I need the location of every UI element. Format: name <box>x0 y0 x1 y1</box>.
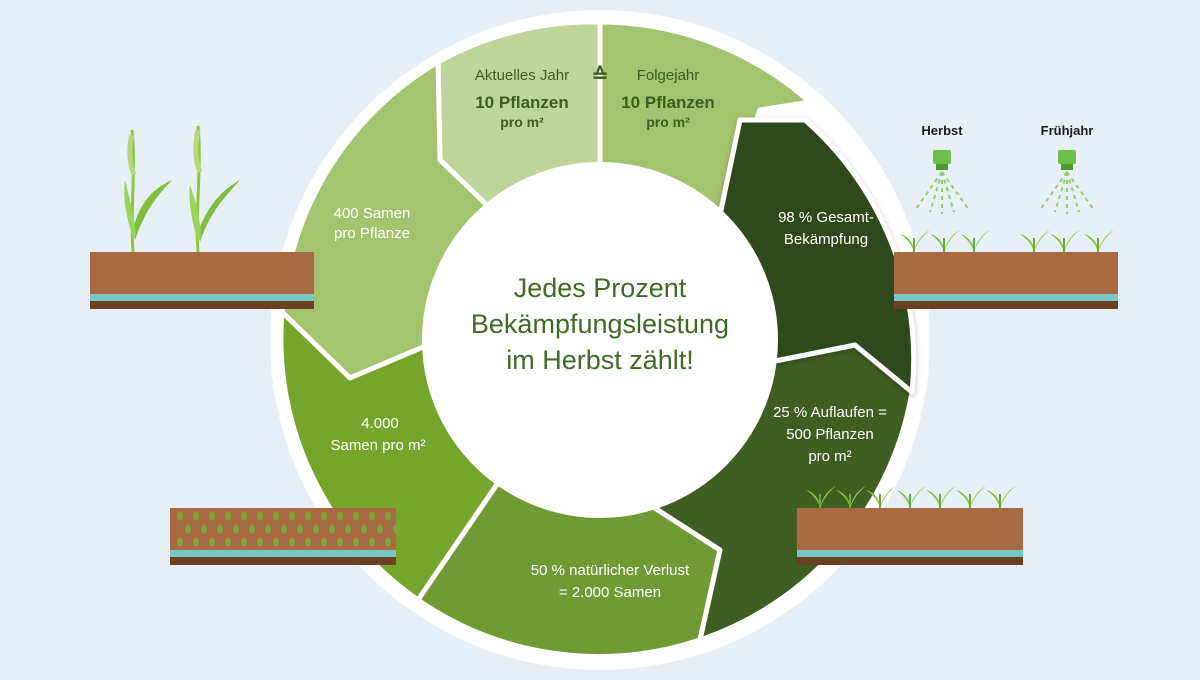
sprout <box>959 229 991 253</box>
seed <box>193 511 199 521</box>
seed <box>345 524 351 534</box>
current-year-label: Aktuelles Jahr <box>475 67 569 84</box>
control-line-2: Bekämpfung <box>784 231 868 248</box>
sprayer-spring <box>1039 150 1095 214</box>
sprayer-autumn <box>914 150 970 214</box>
seed <box>273 511 279 521</box>
seed <box>361 524 367 534</box>
seed <box>305 511 311 521</box>
sprout <box>925 485 957 509</box>
grass-plant-1 <box>124 129 172 253</box>
seeds-per-m2-line-2: Samen pro m² <box>330 437 425 454</box>
seed <box>289 537 295 547</box>
next-year-label: Folgejahr <box>637 67 700 84</box>
seed <box>321 537 327 547</box>
seed <box>177 537 183 547</box>
center-circle <box>430 170 770 510</box>
next-year-unit: pro m² <box>646 114 690 130</box>
seed <box>257 511 263 521</box>
seed <box>257 537 263 547</box>
seed <box>241 537 247 547</box>
seed <box>385 511 391 521</box>
soil-sprouts-right <box>797 485 1023 565</box>
seed <box>289 511 295 521</box>
seeds-per-m2-line-1: 4.000 <box>361 415 399 432</box>
seed <box>281 524 287 534</box>
seed <box>273 537 279 547</box>
seed <box>305 537 311 547</box>
control-line-1: 98 % Gesamt- <box>778 209 874 226</box>
seeds-per-plant-line-2: pro Pflanze <box>334 225 410 242</box>
seed <box>329 524 335 534</box>
seed <box>337 511 343 521</box>
seed <box>193 537 199 547</box>
seed <box>369 537 375 547</box>
seed <box>225 511 231 521</box>
seeds-per-plant-line-1: 400 Samen <box>334 205 411 222</box>
seed <box>337 537 343 547</box>
center-line-1: Jedes Prozent <box>514 273 687 303</box>
seed <box>321 511 327 521</box>
sprout <box>955 485 987 509</box>
seed <box>217 524 223 534</box>
seed <box>185 524 191 534</box>
soil-seeds-left <box>170 508 399 565</box>
center-line-3: im Herbst zählt! <box>506 345 694 375</box>
seed <box>249 524 255 534</box>
seed <box>385 537 391 547</box>
emergence-line-3: pro m² <box>808 448 851 465</box>
seed <box>369 511 375 521</box>
next-year-value: 10 Pflanzen <box>621 93 715 112</box>
seed <box>353 537 359 547</box>
sprout <box>1049 229 1081 253</box>
current-year-unit: pro m² <box>500 114 544 130</box>
natural-loss-line-2: = 2.000 Samen <box>559 584 661 601</box>
seed <box>241 511 247 521</box>
soil-plants-left <box>90 125 314 309</box>
seed <box>201 524 207 534</box>
seed <box>265 524 271 534</box>
seed <box>209 511 215 521</box>
current-year-value: 10 Pflanzen <box>475 93 569 112</box>
seed <box>377 524 383 534</box>
center-line-2: Bekämpfungsleistung <box>471 309 729 339</box>
seed <box>313 524 319 534</box>
sprout <box>985 485 1017 509</box>
seed <box>393 524 399 534</box>
sprout <box>1083 229 1115 253</box>
equals-symbol: ≙ <box>592 65 609 87</box>
emergence-line-2: 500 Pflanzen <box>786 426 874 443</box>
sprout <box>895 485 927 509</box>
sprout <box>1019 229 1051 253</box>
natural-loss-line-1: 50 % natürlicher Verlust <box>531 562 690 579</box>
soil-sprayed-right: Herbst Frühjahr <box>894 123 1118 309</box>
emergence-line-1: 25 % Auflaufen = <box>773 404 887 421</box>
seed <box>209 537 215 547</box>
spray-label-spring: Frühjahr <box>1041 123 1094 138</box>
seed <box>353 511 359 521</box>
seed <box>177 511 183 521</box>
spray-label-autumn: Herbst <box>921 123 963 138</box>
seed <box>297 524 303 534</box>
seed <box>233 524 239 534</box>
sprout <box>929 229 961 253</box>
grass-plant-2 <box>189 125 240 253</box>
seed <box>225 537 231 547</box>
